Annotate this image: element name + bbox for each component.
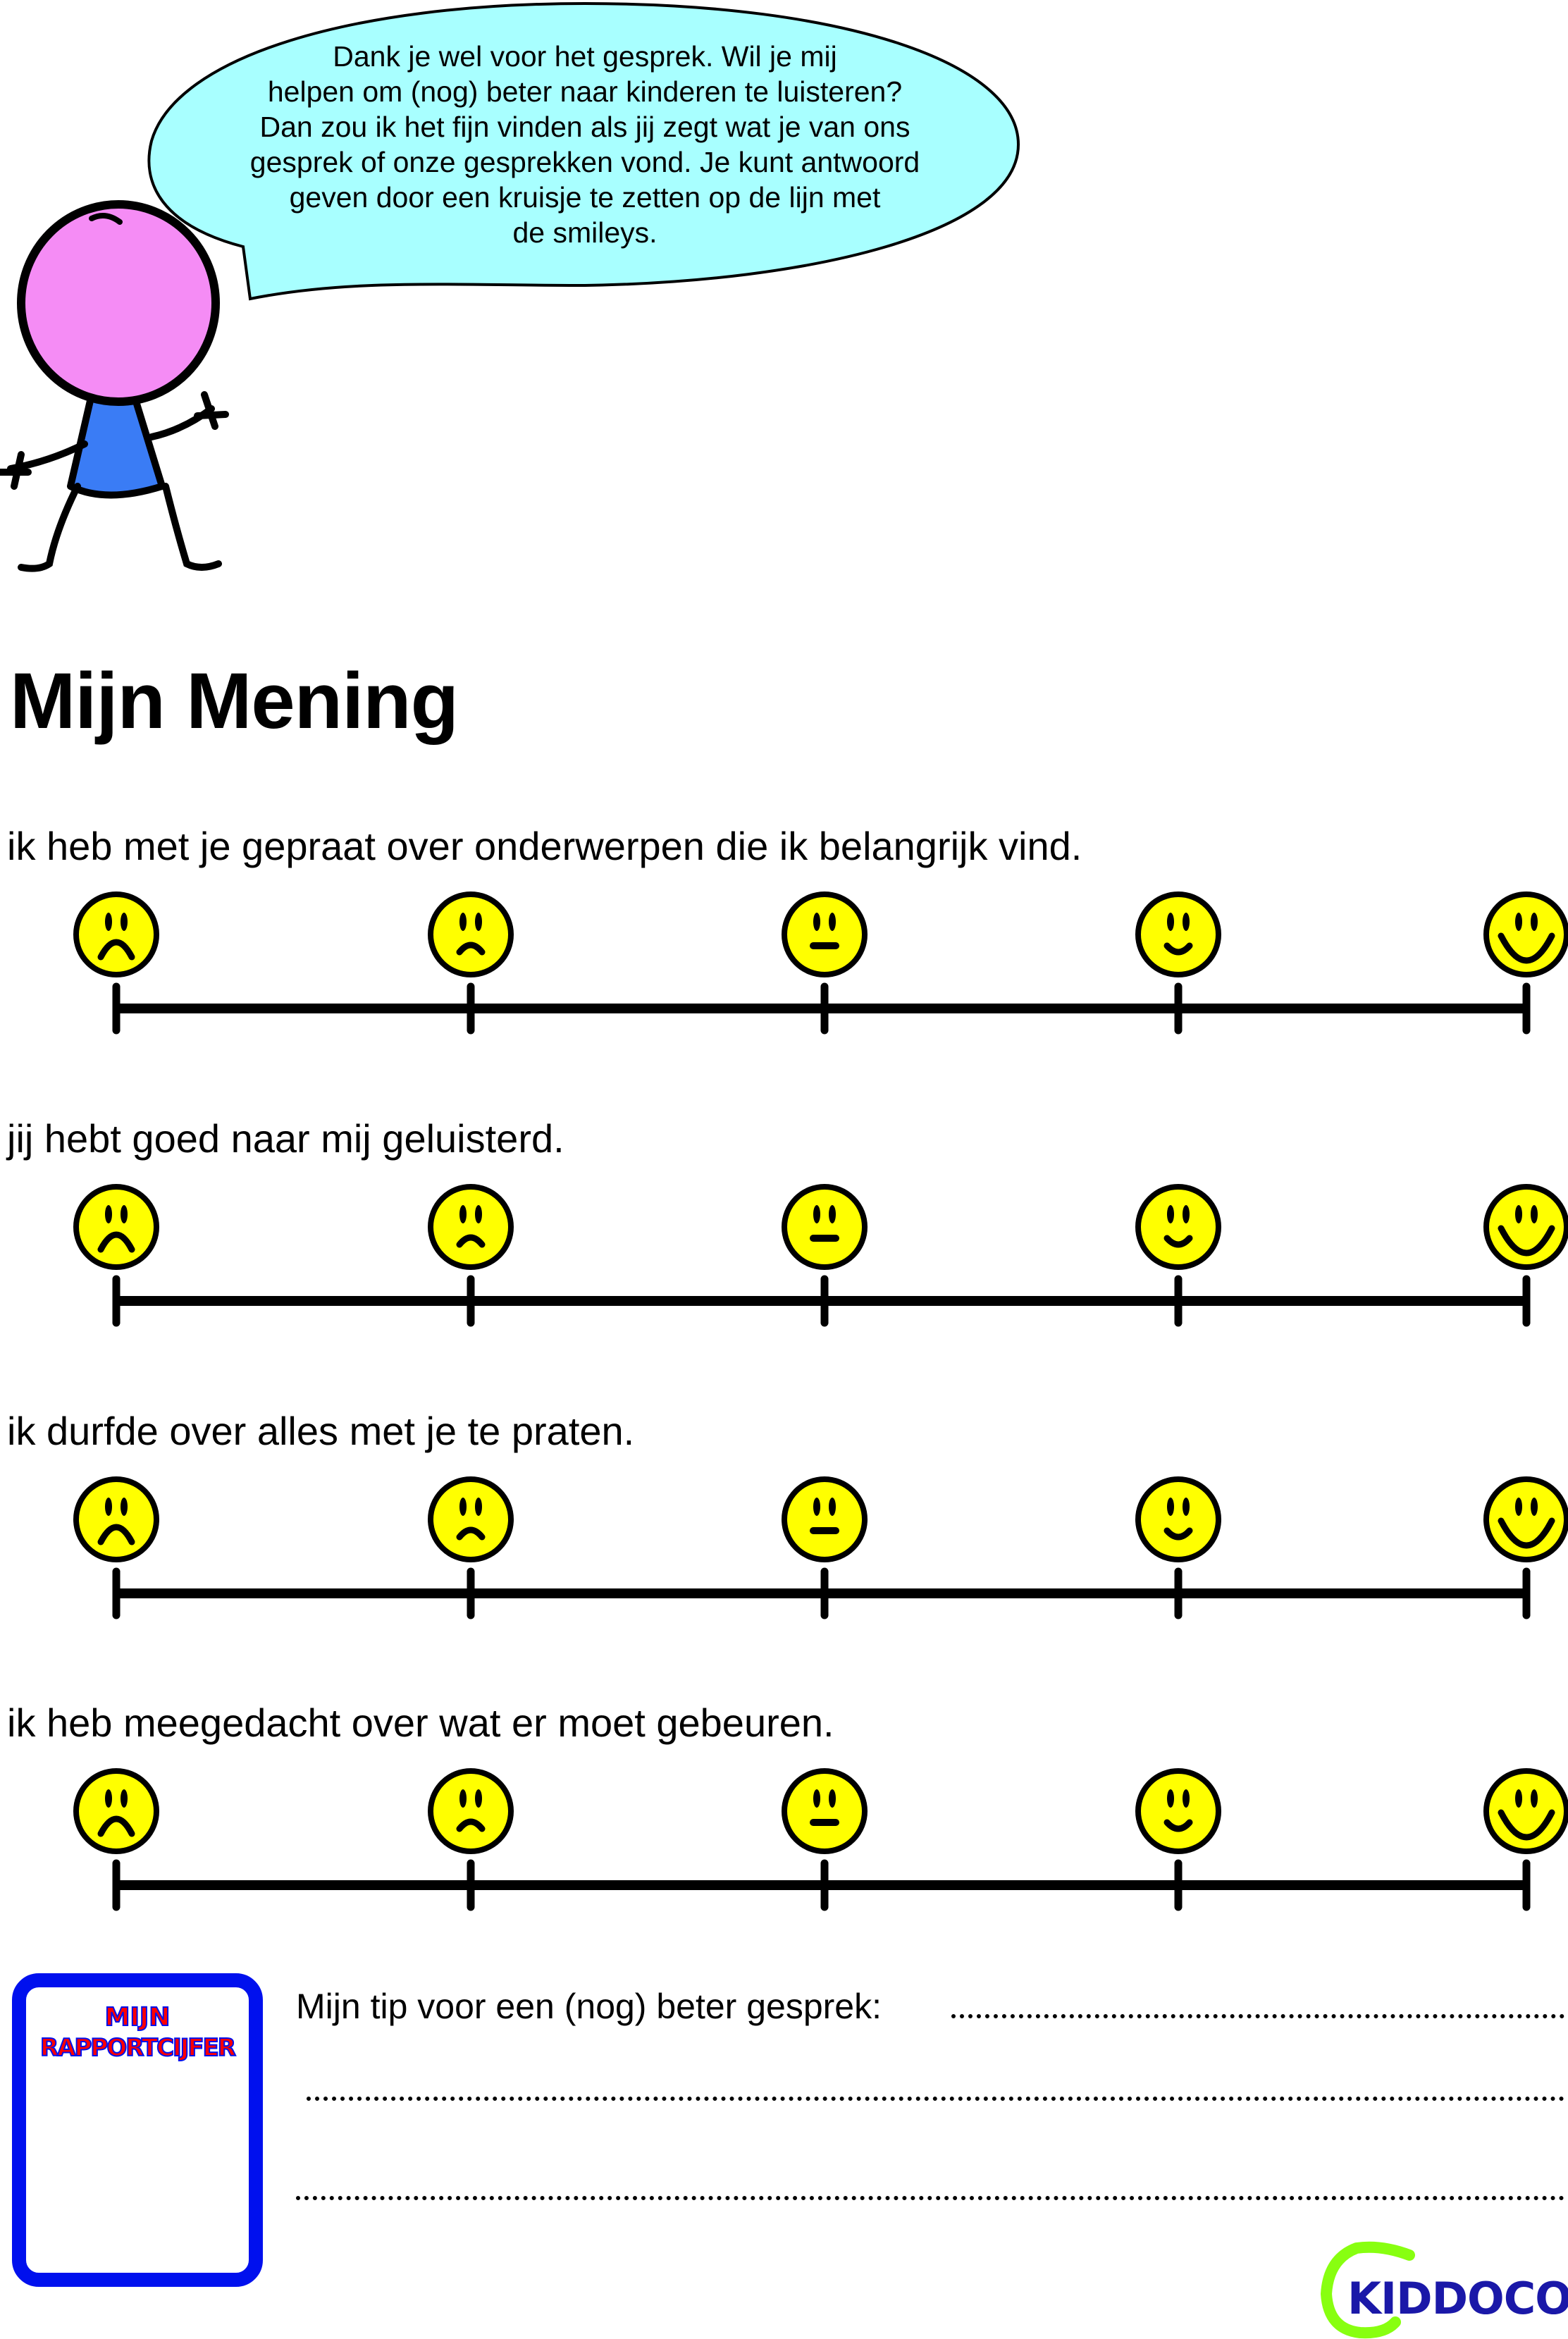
- happy-smiley-icon[interactable]: [1135, 1184, 1221, 1270]
- mouth: [97, 1231, 135, 1253]
- tip-answer-line-3[interactable]: [296, 2196, 1564, 2200]
- rating-scale-2[interactable]: [0, 1178, 1568, 1333]
- mouth: [97, 1815, 135, 1837]
- mouth: [97, 1524, 135, 1545]
- tip-label: Mijn tip voor een (nog) beter gesprek:: [296, 1987, 882, 2026]
- very-happy-smiley-icon[interactable]: [1483, 1476, 1568, 1562]
- mouth: [456, 1234, 486, 1248]
- statement-3: ik durfde over alles met je te praten.: [7, 1409, 635, 1453]
- tip-answer-line-2[interactable]: [307, 2097, 1564, 2101]
- happy-smiley-icon[interactable]: [1135, 1476, 1221, 1562]
- very-sad-smiley-icon[interactable]: [73, 1768, 159, 1854]
- page-title: Mijn Mening: [10, 657, 459, 745]
- bubble-line: geven door een kruisje te zetten op de l…: [289, 181, 881, 214]
- bubble-line: helpen om (nog) beter naar kinderen te l…: [267, 75, 903, 108]
- mouth: [1163, 1235, 1193, 1248]
- mouth: [456, 1526, 486, 1541]
- very-sad-smiley-icon[interactable]: [73, 1476, 159, 1562]
- mouth: [1498, 932, 1555, 964]
- bubble-line: de smileys.: [512, 216, 658, 249]
- neutral-smiley-icon[interactable]: [782, 1184, 868, 1270]
- very-sad-smiley-icon[interactable]: [73, 891, 159, 977]
- rapport-title-line1: MIJN: [104, 2002, 171, 2032]
- mouth: [456, 942, 486, 956]
- neutral-smiley-icon[interactable]: [782, 1476, 868, 1562]
- kiddocom-logo-arc: [1320, 2241, 1415, 2339]
- mouth: [97, 939, 135, 961]
- happy-smiley-icon[interactable]: [1135, 891, 1221, 977]
- rapportcijfer-box[interactable]: MIJN RAPPORTCIJFER: [12, 1973, 263, 2287]
- bubble-line: gesprek of onze gesprekken vond. Je kunt…: [249, 146, 920, 178]
- neutral-smiley-icon[interactable]: [782, 891, 868, 977]
- very-sad-smiley-icon[interactable]: [73, 1184, 159, 1270]
- rating-scale-4[interactable]: [0, 1762, 1568, 1917]
- sad-smiley-icon[interactable]: [428, 1476, 514, 1562]
- statement-4: ik heb meegedacht over wat er moet gebeu…: [7, 1701, 834, 1745]
- stick-figure-illustration: [0, 200, 229, 572]
- rapport-title-line2: RAPPORTCIJFER: [39, 2033, 237, 2063]
- mouth: [1498, 1517, 1555, 1549]
- kiddocom-logo: KIDDOCOM: [1347, 2273, 1568, 2324]
- very-happy-smiley-icon[interactable]: [1483, 1768, 1568, 1854]
- bubble-line: Dank je wel voor het gesprek. Wil je mij: [333, 40, 837, 73]
- statement-2: jij hebt goed naar mij geluisterd.: [7, 1116, 564, 1161]
- sad-smiley-icon[interactable]: [428, 1184, 514, 1270]
- sad-smiley-icon[interactable]: [428, 891, 514, 977]
- mouth: [456, 1818, 486, 1832]
- sad-smiley-icon[interactable]: [428, 1768, 514, 1854]
- mouth: [1498, 1809, 1555, 1841]
- neutral-smiley-icon[interactable]: [782, 1768, 868, 1854]
- mouth: [1163, 942, 1193, 956]
- mouth: [1498, 1225, 1555, 1257]
- mouth: [1163, 1527, 1193, 1541]
- speech-bubble-text: Dank je wel voor het gesprek. Wil je mij…: [211, 39, 958, 250]
- tip-answer-line-1[interactable]: [951, 2014, 1564, 2018]
- rating-scale-3[interactable]: [0, 1470, 1568, 1625]
- bubble-line: Dan zou ik het fijn vinden als jij zegt …: [259, 111, 910, 143]
- speech-bubble: [147, 1, 1020, 301]
- happy-smiley-icon[interactable]: [1135, 1768, 1221, 1854]
- very-happy-smiley-icon[interactable]: [1483, 1184, 1568, 1270]
- very-happy-smiley-icon[interactable]: [1483, 891, 1568, 977]
- statement-1: ik heb met je gepraat over onderwerpen d…: [7, 824, 1082, 868]
- mouth: [1163, 1819, 1193, 1832]
- rating-scale-1[interactable]: [0, 885, 1568, 1040]
